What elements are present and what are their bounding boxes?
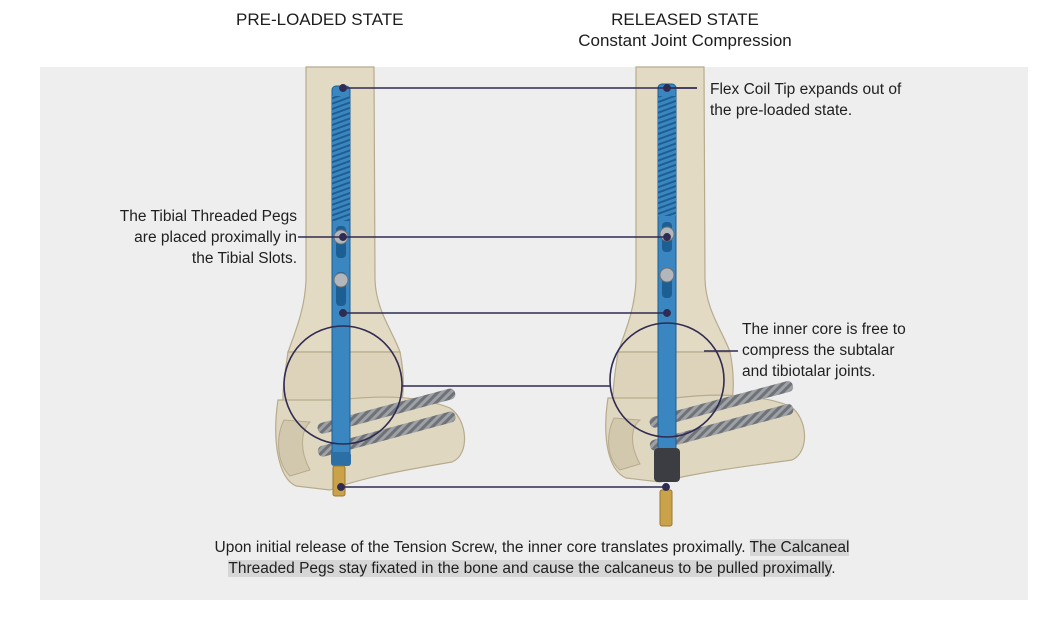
right-heel <box>608 417 642 471</box>
header-released-subtitle: Constant Joint Compression <box>578 31 792 50</box>
right-tension-screw <box>659 489 673 527</box>
dot-screw-left <box>337 483 345 491</box>
connector-lines <box>298 84 738 491</box>
dot-flex-left <box>339 84 347 92</box>
annotation-tibial-pegs: The Tibial Threaded Pegs are placed prox… <box>60 206 297 269</box>
right-ankle-illustration <box>605 66 806 527</box>
annotation-inner-core-line-2: compress the subtalar <box>742 342 895 359</box>
header-released-title: RELEASED STATE <box>611 10 759 29</box>
left-tibial-peg-lower <box>333 272 349 288</box>
right-tibial-peg-lower <box>659 267 675 283</box>
dot-tibial-right <box>663 233 671 241</box>
annotation-inner-core-line-3: and tibiotalar joints. <box>742 363 876 380</box>
left-joint-circle <box>283 325 403 445</box>
annotation-inner-core: The inner core is free to compress the s… <box>742 319 906 382</box>
dot-core-right <box>663 309 671 317</box>
annotation-tibial-pegs-line-2: are placed proximally in <box>134 229 297 246</box>
annotation-flex-coil-line-2: the pre-loaded state. <box>710 102 853 119</box>
right-nail-end-cap <box>654 448 680 482</box>
annotation-inner-core-line-1: The inner core is free to <box>742 321 906 338</box>
annotation-tibial-pegs-line-3: the Tibial Slots. <box>191 250 297 267</box>
right-calcaneal-peg-lower <box>649 403 794 451</box>
right-joint-circle <box>609 322 725 438</box>
dot-screw-right <box>662 483 670 491</box>
dot-tibial-left <box>339 233 347 241</box>
caption: Upon initial release of the Tension Scre… <box>50 537 1014 579</box>
left-tension-screw <box>332 465 346 497</box>
caption-text: Upon initial release of the Tension Scre… <box>214 539 750 556</box>
annotation-flex-coil-line-1: Flex Coil Tip expands out of <box>710 81 902 98</box>
header-released: RELEASED STATE Constant Joint Compressio… <box>535 9 835 51</box>
right-flex-coil <box>658 96 676 216</box>
right-calcaneal-peg-upper <box>649 381 794 428</box>
caption-highlight-b: Threaded Pegs stay fixated in the bone a… <box>228 560 832 577</box>
caption-highlight-a: The Calcaneal <box>749 539 850 556</box>
caption-end: . <box>831 560 836 577</box>
dot-core-left <box>339 309 347 317</box>
figure-panel <box>40 67 1028 600</box>
left-ankle-illustration <box>275 66 466 497</box>
header-pre-loaded: PRE-LOADED STATE <box>236 10 404 29</box>
left-calcaneal-peg-upper <box>317 388 456 434</box>
dot-flex-right <box>663 84 671 92</box>
annotation-flex-coil: Flex Coil Tip expands out of the pre-loa… <box>710 79 901 121</box>
left-nail-end-cap <box>331 452 351 466</box>
left-flex-coil <box>332 96 350 221</box>
left-calcaneal-peg-lower <box>317 411 456 457</box>
annotation-tibial-pegs-line-1: The Tibial Threaded Pegs <box>119 208 297 225</box>
